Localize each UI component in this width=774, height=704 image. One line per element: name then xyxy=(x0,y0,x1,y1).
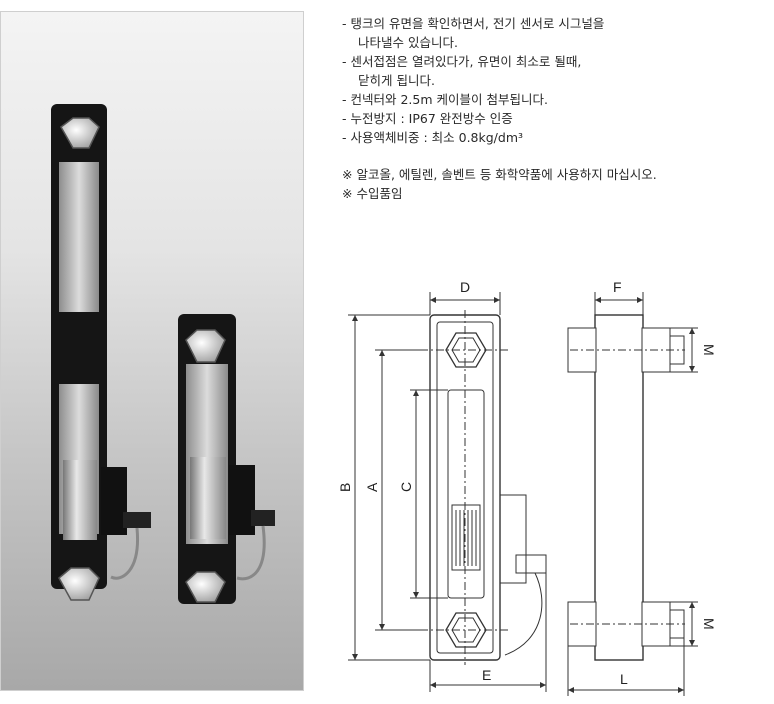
spec-line-1: - 탱크의 유면을 확인하면서, 전기 센서로 시그널을 xyxy=(342,16,605,31)
note-2: ※ 수입품임 xyxy=(342,186,403,201)
dim-label-f: F xyxy=(613,279,622,295)
spec-line-2: 나타낼수 있습니다. xyxy=(358,35,458,50)
spec-description: - 탱크의 유면을 확인하면서, 전기 센서로 시그널을 나타낼수 있습니다. … xyxy=(342,14,762,203)
product-photo xyxy=(0,11,304,691)
dim-label-l: L xyxy=(620,671,628,687)
large-gauge xyxy=(51,104,151,601)
small-gauge xyxy=(178,314,275,604)
spec-line-6: - 누전방지 : IP67 완전방수 인증 xyxy=(342,111,513,126)
dim-label-m-top: M xyxy=(701,344,717,356)
dim-label-m-bottom: M xyxy=(701,618,717,630)
spec-line-3: - 센서접점은 열려있다가, 유면이 최소로 될때, xyxy=(342,54,582,69)
oil-level-gauge-photo xyxy=(51,104,275,604)
dim-label-a: A xyxy=(364,482,380,492)
dim-label-c: C xyxy=(398,482,414,492)
dim-label-d: D xyxy=(460,279,470,295)
technical-drawing: D F B A C E L M M xyxy=(337,279,717,696)
dim-label-b: B xyxy=(337,483,353,492)
note-1: ※ 알코올, 에틸렌, 솔벤트 등 화학약품에 사용하지 마십시오. xyxy=(342,167,657,182)
spec-line-4: 닫히게 됩니다. xyxy=(358,73,435,88)
dim-label-e: E xyxy=(482,667,491,683)
spec-line-5: - 컨넥터와 2.5m 케이블이 첨부됩니다. xyxy=(342,92,548,107)
spec-line-7: - 사용액체비중 : 최소 0.8kg/dm³ xyxy=(342,130,524,145)
